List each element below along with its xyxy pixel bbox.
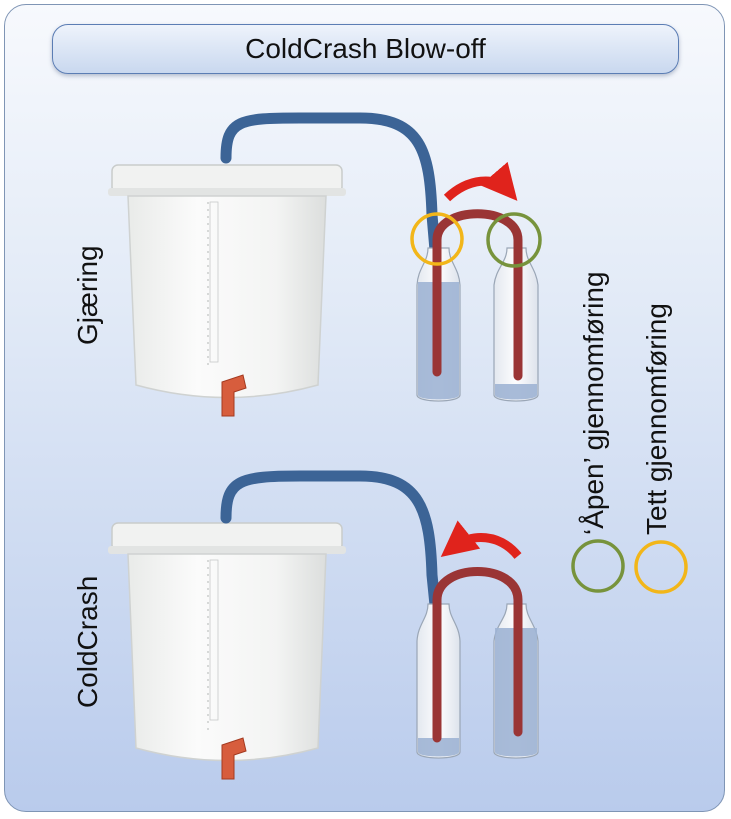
hose-bottom-red [432, 567, 523, 743]
tap-icon [221, 374, 247, 417]
closed-seal-circle-top [410, 212, 464, 266]
diagram-title: ColdCrash Blow-off [245, 33, 486, 64]
diagram-panel [4, 4, 725, 812]
section-label-fermentation: Gjæring [72, 245, 103, 345]
legend-open-circle [571, 539, 625, 593]
open-seal-circle-top [486, 212, 542, 268]
hose-top-red [432, 209, 523, 381]
hose-bottom-blue [220, 470, 441, 611]
tap-icon [221, 737, 247, 780]
legend-closed-label: Tett gjennomføring [641, 303, 672, 535]
bucket-top [108, 164, 346, 417]
legend-open-label: ‘Åpen’ gjennomføring [578, 271, 609, 535]
section-label-coldcrash: ColdCrash [72, 575, 103, 708]
flow-arrow-bottom [440, 520, 522, 560]
flow-arrow-top [443, 161, 518, 202]
legend-closed-circle [634, 540, 688, 594]
bucket-bottom [108, 522, 346, 780]
title-box: ColdCrash Blow-off [52, 24, 679, 74]
hose-top-blue [220, 112, 441, 256]
